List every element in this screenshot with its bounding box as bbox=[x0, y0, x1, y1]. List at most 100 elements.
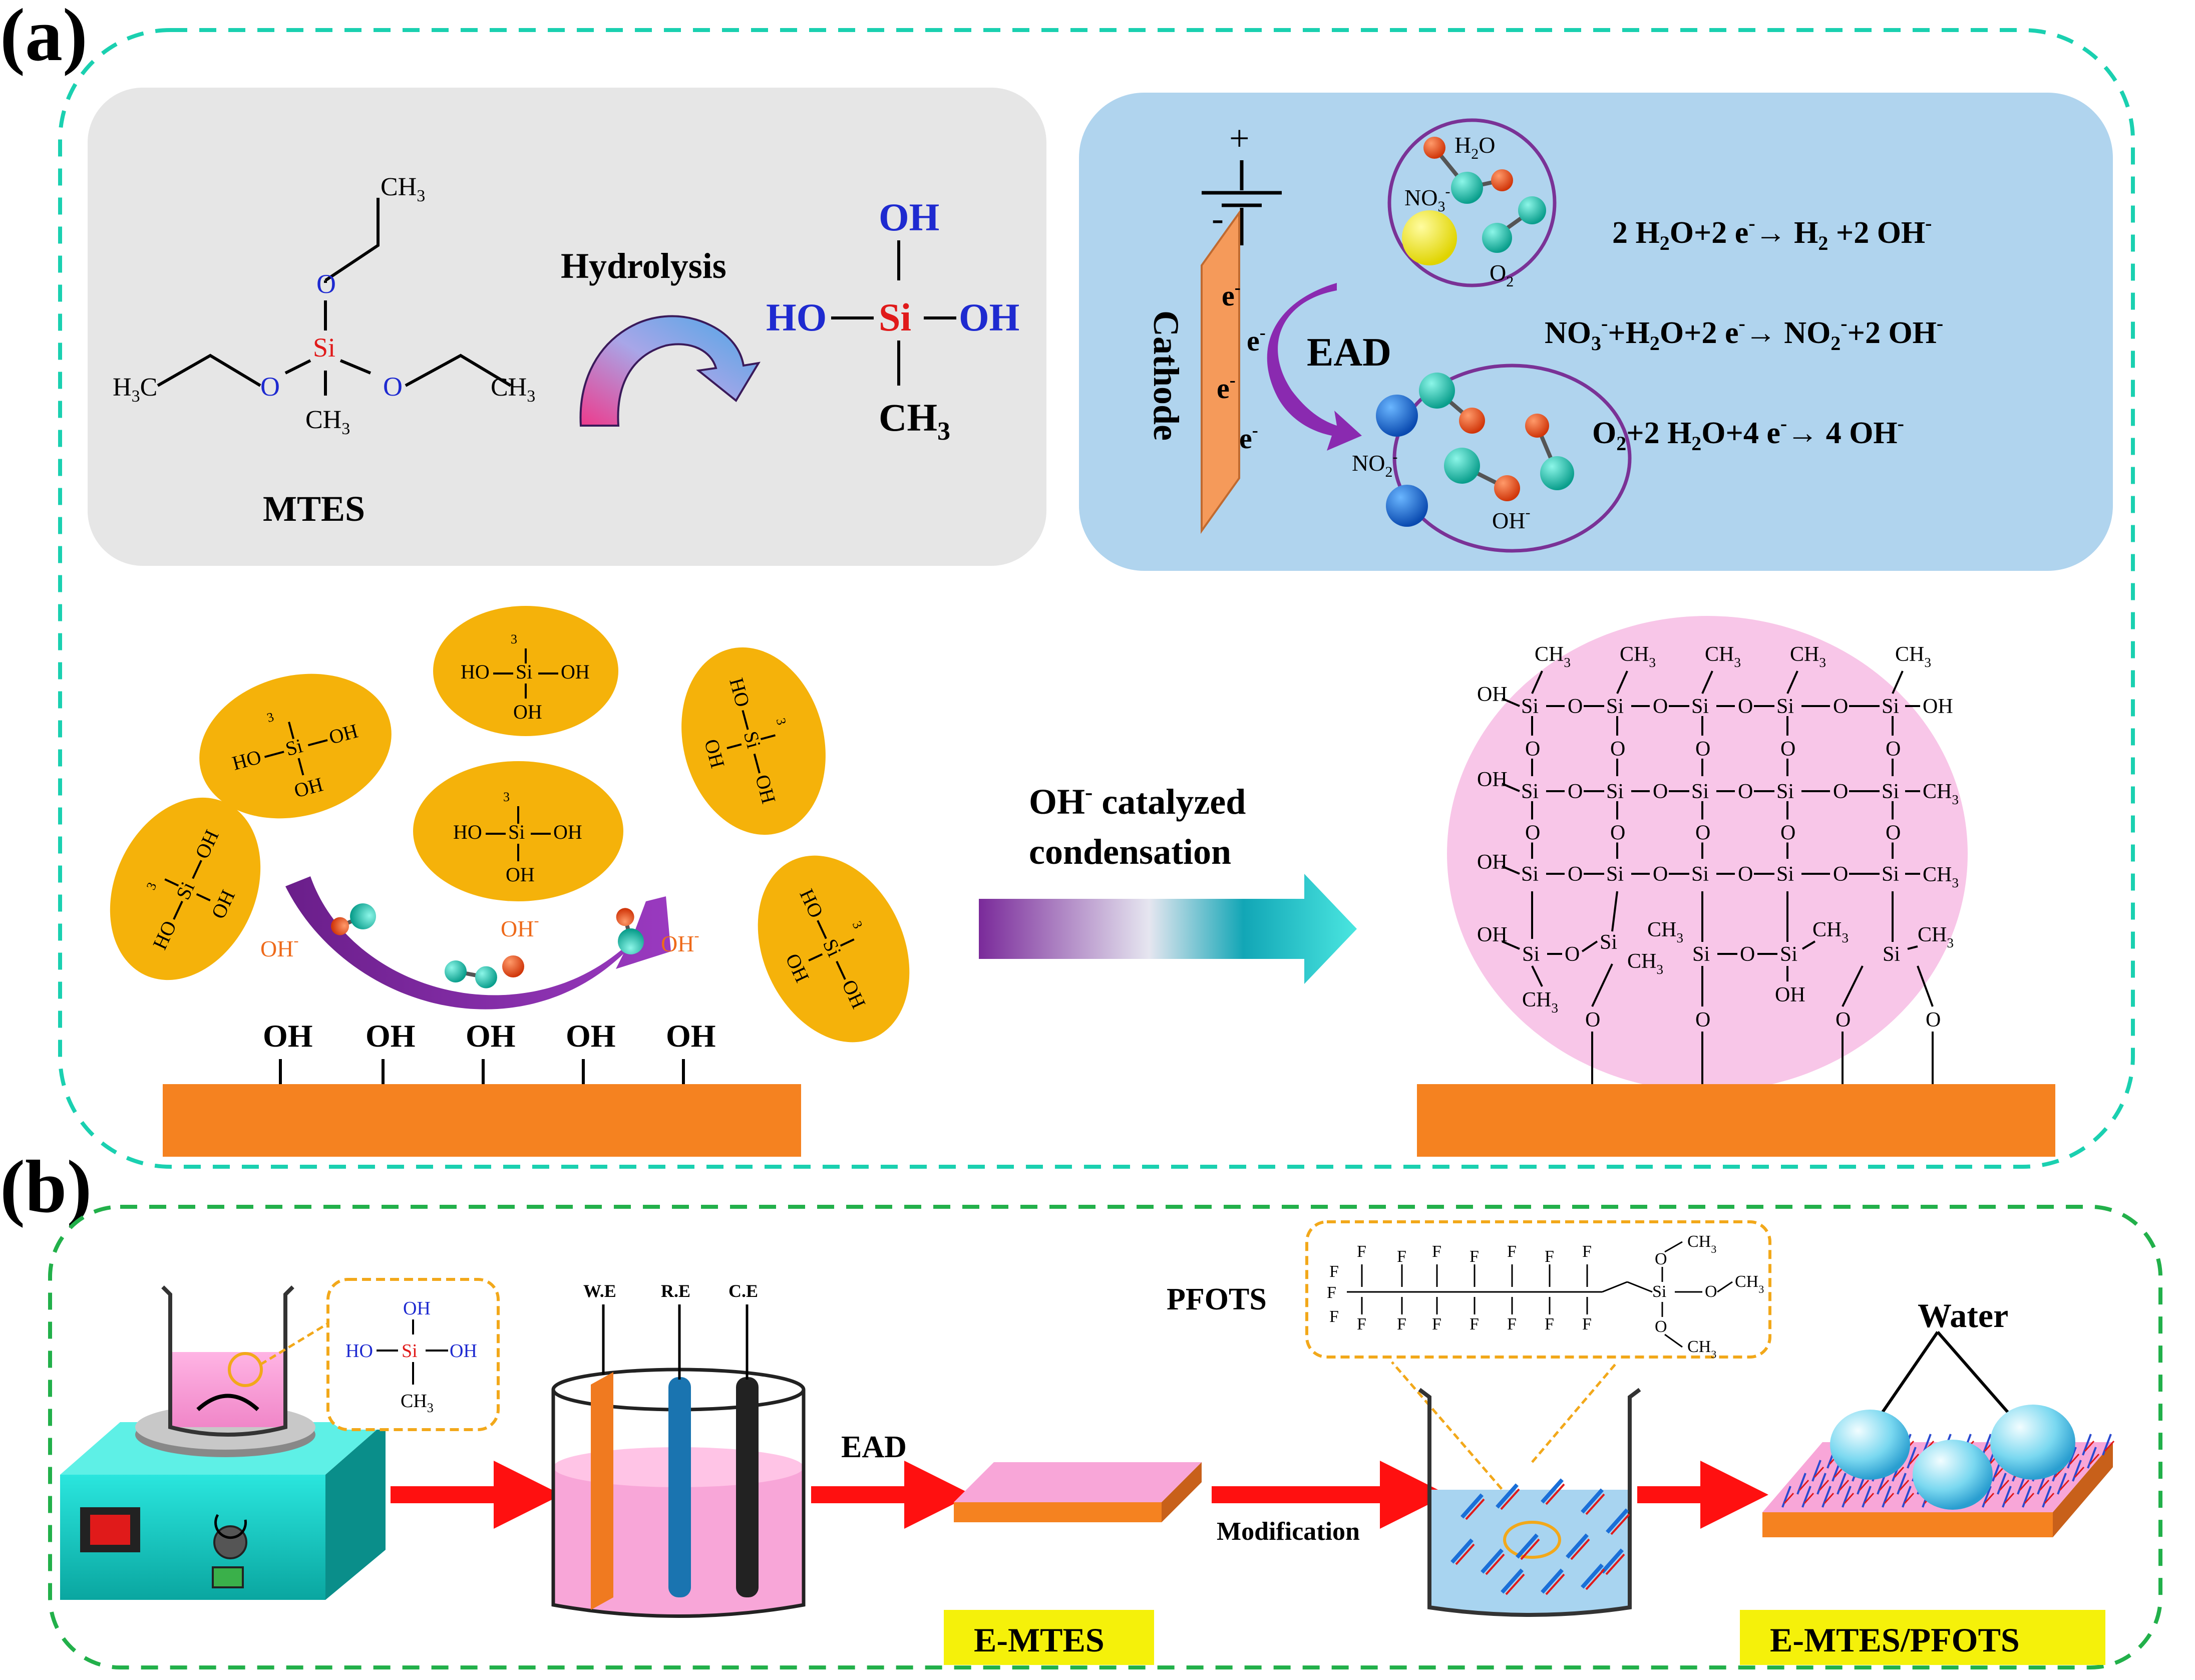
pfots-molecule-red bbox=[1570, 1538, 1590, 1560]
chain-red bbox=[2044, 1492, 2055, 1504]
network-si: Si bbox=[1691, 863, 1709, 886]
chain-blue bbox=[2002, 1486, 2012, 1508]
network-si: Si bbox=[1522, 943, 1540, 966]
network-o: O bbox=[1886, 822, 1901, 845]
chain-blue bbox=[2022, 1486, 2032, 1508]
product-oh-right: OH bbox=[959, 295, 1019, 339]
mtes-ch3-bottom: CH3 bbox=[305, 406, 350, 438]
network-ch3: CH3 bbox=[1812, 918, 1849, 945]
network-si: Si bbox=[1776, 695, 1794, 718]
svg-text:Si: Si bbox=[402, 1340, 418, 1362]
network-o: O bbox=[1525, 738, 1540, 761]
pfots-f: F bbox=[1432, 1315, 1441, 1333]
reaction-2: NO3-+H2O+2 e-→ NO2-+2 OH- bbox=[1545, 312, 1943, 355]
pfots-molecule-blue bbox=[1460, 1493, 1484, 1519]
chain-red bbox=[2024, 1492, 2035, 1504]
pfots-molecule-red bbox=[1585, 1568, 1605, 1590]
stirrer-button[interactable] bbox=[212, 1566, 244, 1588]
battery-icon bbox=[1202, 160, 1282, 245]
network-si: Si bbox=[1606, 780, 1624, 803]
substrate-right bbox=[1417, 1084, 2055, 1157]
network-si: Si bbox=[1692, 943, 1710, 966]
re-label: R.E bbox=[661, 1281, 690, 1301]
hydroxide-ion-3-icon bbox=[1525, 414, 1574, 490]
pfots-f: F bbox=[1507, 1242, 1517, 1261]
network-o: O bbox=[1568, 780, 1583, 803]
network-o: O bbox=[1738, 695, 1753, 718]
network-o: O bbox=[1653, 780, 1668, 803]
reaction-1: 2 H2O+2 e-→ H2 +2 OH- bbox=[1612, 212, 1932, 254]
chain-red bbox=[1823, 1492, 1835, 1504]
pfots-inset bbox=[1305, 1220, 1771, 1359]
chain-blue bbox=[1897, 1473, 1907, 1495]
water-label: H2O bbox=[1454, 132, 1495, 162]
network-si: Si bbox=[1606, 863, 1624, 886]
pfots-ch3: CH3 bbox=[1735, 1272, 1764, 1295]
network-si: Si bbox=[1882, 863, 1899, 886]
hydroxide-ion-2-icon bbox=[1444, 448, 1520, 501]
oh-ion-label-1: OH- bbox=[260, 932, 298, 961]
surface-oh-2: OH bbox=[365, 1018, 416, 1054]
chain-red bbox=[2104, 1440, 2115, 1452]
pfots-si: Si bbox=[1652, 1282, 1666, 1301]
chain-blue bbox=[1982, 1486, 1992, 1508]
we-label: W.E bbox=[583, 1281, 616, 1301]
surface-oh-3: OH bbox=[466, 1018, 516, 1054]
network-oh: OH bbox=[1923, 695, 1953, 718]
e-mtes-label-box bbox=[944, 1610, 1154, 1665]
oxygen-label: O2 bbox=[1490, 260, 1514, 290]
surface-oh-1: OH bbox=[263, 1018, 313, 1054]
pfots-f: F bbox=[1582, 1242, 1592, 1261]
svg-text:OH: OH bbox=[450, 1340, 477, 1362]
product-si: Si bbox=[879, 295, 911, 339]
stir-arrow-icon bbox=[196, 1394, 259, 1411]
chain-red bbox=[2089, 1453, 2100, 1465]
water-molecule-icon bbox=[1423, 137, 1513, 204]
surface-hydroxyls: OH OH OH OH OH bbox=[263, 1018, 716, 1084]
svg-text:OH: OH bbox=[403, 1298, 431, 1319]
svg-text:Si: Si bbox=[508, 821, 525, 843]
water-droplets bbox=[1830, 1331, 2075, 1510]
svg-text:HO: HO bbox=[345, 1340, 373, 1362]
chain-red bbox=[2069, 1453, 2080, 1465]
network-ch3: CH3 bbox=[1895, 643, 1931, 670]
nitrate-ion-icon bbox=[1402, 210, 1457, 265]
network-ch3: CH3 bbox=[1918, 923, 1954, 950]
pfots-molecule-red bbox=[1505, 1573, 1525, 1595]
siloxane-network-ellipse bbox=[1447, 616, 1968, 1092]
pfots-molecule-blue bbox=[1581, 1488, 1604, 1514]
network-o: O bbox=[1610, 738, 1625, 761]
ce-label: C.E bbox=[728, 1281, 758, 1301]
chain-red bbox=[1798, 1479, 1809, 1491]
chain-red bbox=[2019, 1479, 2030, 1491]
svg-text:HO: HO bbox=[453, 821, 482, 843]
chain-blue bbox=[1907, 1447, 1917, 1469]
ead-box bbox=[1079, 93, 2113, 571]
hydrolysis-box bbox=[88, 88, 1046, 566]
mtes-o-left: O bbox=[260, 372, 280, 402]
svg-text:HO: HO bbox=[461, 660, 490, 683]
network-o: O bbox=[1833, 780, 1848, 803]
hydrolysis-label: Hydrolysis bbox=[561, 246, 726, 286]
pfots-molecule-red bbox=[1485, 1553, 1505, 1575]
pfots-molecule-red bbox=[1500, 1488, 1520, 1510]
pfots-f: F bbox=[1329, 1262, 1339, 1281]
network-o: O bbox=[1886, 738, 1901, 761]
hydrolysis-arrow-icon bbox=[579, 315, 761, 427]
network-si: Si bbox=[1521, 695, 1539, 718]
network-ch3: CH3 bbox=[1620, 643, 1656, 670]
chain-red bbox=[1909, 1453, 1920, 1465]
network-si: Si bbox=[1776, 780, 1794, 803]
silanol-ellipse-4: 3 HO Si OH OH bbox=[681, 647, 826, 835]
svg-text:OH: OH bbox=[561, 660, 590, 683]
network-o: O bbox=[1780, 822, 1795, 845]
pfots-molecule-blue bbox=[1501, 1568, 1524, 1594]
pfots-molecule-blue bbox=[1516, 1533, 1539, 1559]
panel-label-a: (a) bbox=[0, 0, 88, 77]
chain-blue bbox=[1837, 1473, 1847, 1495]
pfots-molecule-blue bbox=[1541, 1568, 1564, 1594]
pfots-o: O bbox=[1655, 1250, 1667, 1268]
